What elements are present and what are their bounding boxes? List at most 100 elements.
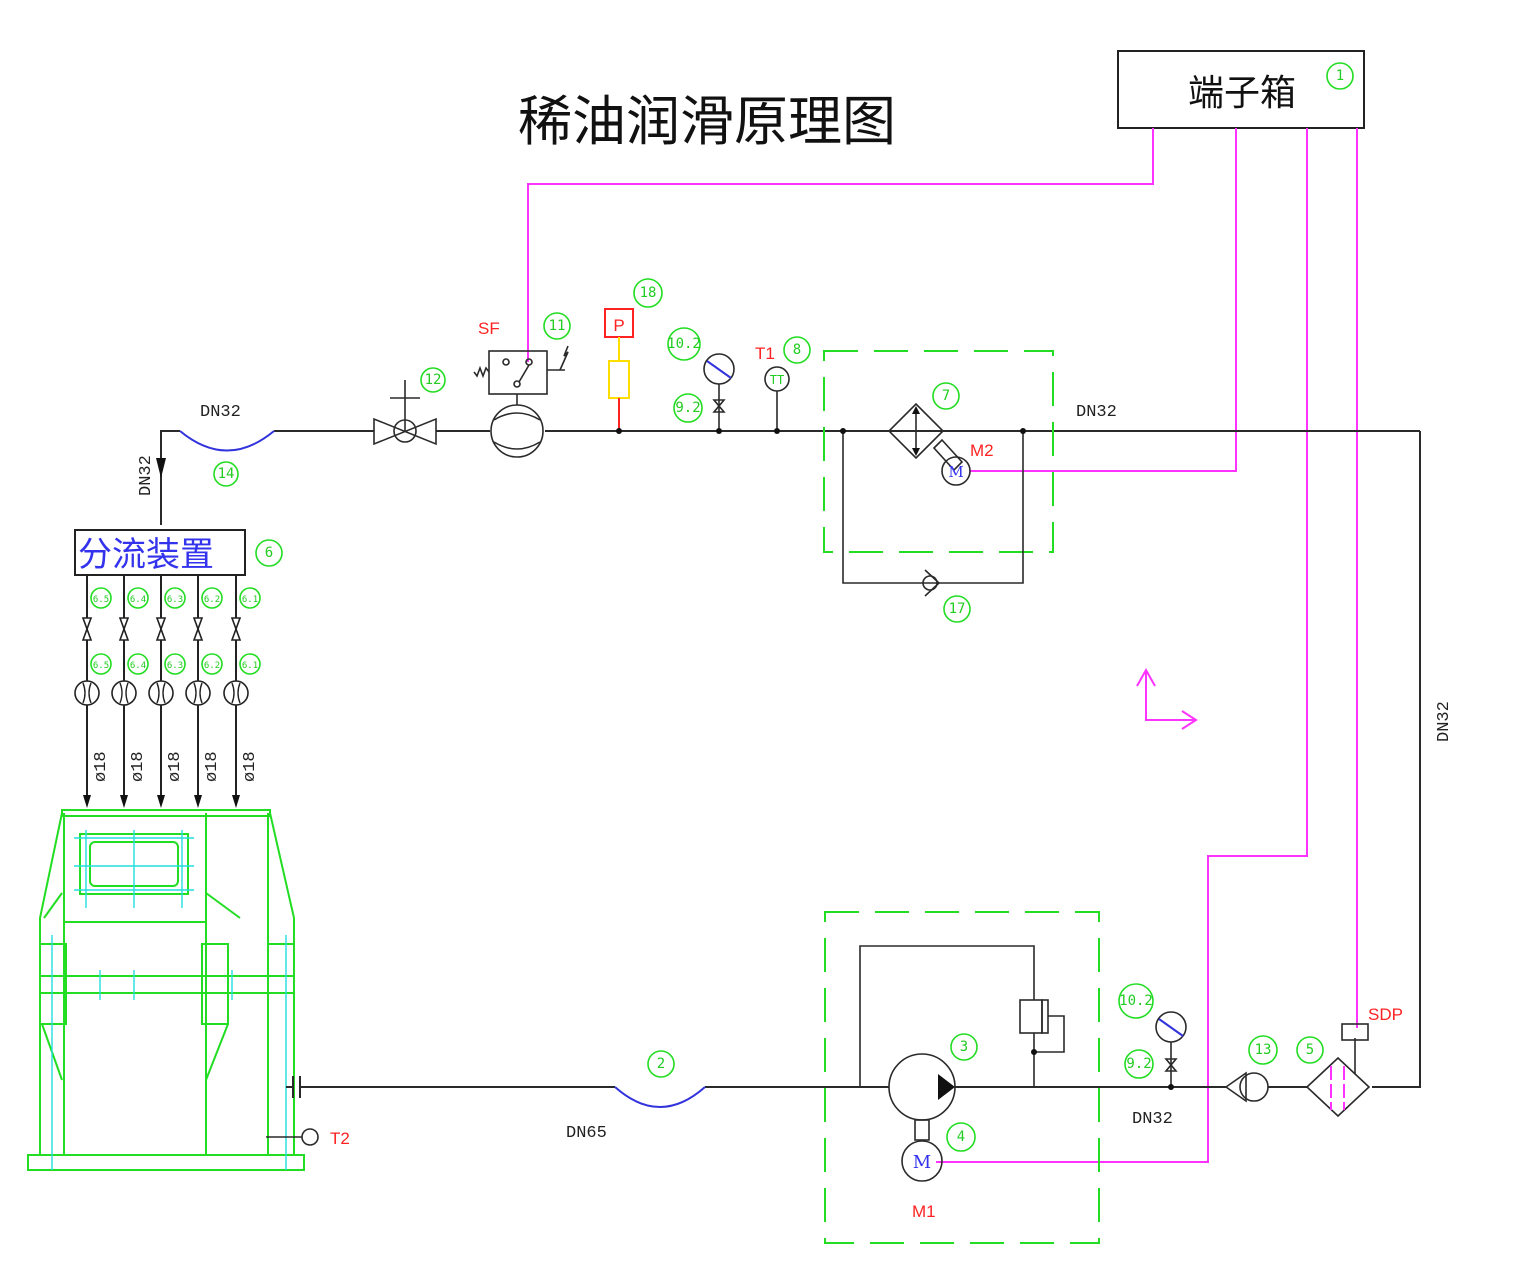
svg-text:10.2: 10.2 [667, 336, 701, 352]
branch-flowmeter-icon [223, 680, 249, 706]
gate-valve-icon [373, 380, 437, 446]
branch-pipe-label: ø18 [92, 751, 111, 782]
pressure-gauge-top-icon [703, 353, 735, 434]
svg-text:P: P [613, 316, 624, 335]
branch-pipe-label: ø18 [166, 751, 185, 782]
pressure-transmitter-icon: P [604, 308, 634, 434]
cooler-icon: M [887, 402, 971, 486]
pipe-label-return-bottom: DN65 [566, 1124, 607, 1143]
branch-valve-icon [118, 617, 130, 641]
branch-tag-text: 6.4 [130, 595, 146, 605]
hose-bottom [614, 1086, 706, 1108]
svg-text:3: 3 [960, 1039, 968, 1055]
svg-text:7: 7 [942, 388, 950, 404]
branch-arrow-icon [194, 795, 202, 808]
svg-text:9.2: 9.2 [675, 400, 700, 416]
branch-lines: 6.56.5ø186.46.4ø186.36.3ø186.26.2ø186.16… [74, 575, 261, 808]
check-valve-icon [922, 575, 938, 591]
tag-17: 17 [943, 595, 971, 623]
tag-8: 8 [783, 336, 811, 364]
tag-13: 13 [1248, 1035, 1278, 1065]
tag-9-2-bottom: 9.2 [1124, 1049, 1154, 1079]
pipe-label-inlet-vertical: DN32 [137, 455, 156, 496]
branch-tag-text: 6.5 [93, 661, 109, 671]
splitter-label: 分流装置 [78, 535, 214, 575]
pump-module-boundary [824, 911, 1100, 1244]
tag-18: 18 [633, 278, 663, 308]
label-sdp: SDP [1368, 1005, 1403, 1024]
pipe-label-right-vertical: DN32 [1435, 701, 1454, 742]
tag-14: 14 [213, 461, 239, 487]
branch-pipe-label: ø18 [203, 751, 222, 782]
branch-tag [164, 587, 186, 609]
filter-icon [1305, 1023, 1371, 1118]
flow-switch-icon [473, 345, 569, 458]
bypass-line [840, 428, 1026, 597]
branch-tag [90, 653, 112, 675]
check-valve-bottom-icon [1212, 1071, 1307, 1103]
pump-icon: M [859, 945, 1065, 1182]
hose-top [179, 430, 275, 452]
svg-text:M: M [948, 463, 963, 481]
branch-tag-text: 6.2 [204, 595, 220, 605]
supply-pipe [156, 430, 1421, 1088]
branch-tag [127, 653, 149, 675]
branch-tag [164, 653, 186, 675]
svg-text:10.2: 10.2 [1119, 993, 1153, 1009]
branch-flowmeter-icon [148, 680, 174, 706]
svg-text:11: 11 [549, 318, 566, 334]
tag-1: 1 [1326, 62, 1354, 90]
terminal-box-label: 端子箱 [1188, 73, 1296, 114]
tag-11: 11 [543, 312, 571, 340]
label-t1: T1 [755, 344, 775, 363]
branch-flowmeter-icon [74, 680, 100, 706]
tag-10-2-top: 10.2 [667, 327, 701, 361]
branch-tag-text: 6.3 [167, 661, 183, 671]
tag-2: 2 [647, 1050, 675, 1078]
branch-tag-text: 6.4 [130, 661, 146, 671]
tag-12: 12 [420, 367, 446, 393]
svg-text:12: 12 [425, 372, 442, 388]
signal-wires [527, 128, 1358, 1163]
branch-tag [239, 587, 261, 609]
terminal-box: 端子箱 1 [1117, 50, 1365, 129]
branch-arrow-icon [120, 795, 128, 808]
branch-flowmeter-icon [185, 680, 211, 706]
svg-text:14: 14 [218, 466, 235, 482]
branch-tag-text: 6.5 [93, 595, 109, 605]
tag-3: 3 [950, 1033, 978, 1061]
pipe-label-main-top-right: DN32 [1076, 403, 1117, 422]
branch-tag-text: 6.3 [167, 595, 183, 605]
branch-tag-text: 6.1 [242, 595, 258, 605]
pipe-label-inlet-top: DN32 [200, 403, 241, 422]
svg-text:18: 18 [640, 285, 657, 301]
label-m1: M1 [912, 1202, 936, 1221]
svg-text:2: 2 [657, 1056, 665, 1072]
tag-9-2-top: 9.2 [673, 393, 703, 423]
svg-text:17: 17 [949, 601, 966, 617]
svg-text:4: 4 [957, 1129, 965, 1145]
branch-pipe-label: ø18 [129, 751, 148, 782]
temperature-sensor-t1-icon: TT [764, 366, 790, 434]
label-t2: T2 [330, 1129, 350, 1148]
flow-arrow-icon [156, 458, 166, 478]
branch-valve-icon [192, 617, 204, 641]
splitter-box: 分流装置 [74, 529, 246, 576]
pipe-label-pump-outlet: DN32 [1132, 1110, 1173, 1129]
branch-valve-icon [81, 617, 93, 641]
svg-text:9.2: 9.2 [1126, 1056, 1151, 1072]
branch-flowmeter-icon [111, 680, 137, 706]
temperature-sensor-t2-icon [266, 1128, 319, 1146]
svg-text:5: 5 [1306, 1042, 1314, 1058]
branch-tag [127, 587, 149, 609]
svg-text:M: M [913, 1152, 931, 1173]
tag-7: 7 [932, 382, 960, 410]
tag-6: 6 [255, 539, 283, 567]
branch-tag [90, 587, 112, 609]
svg-text:13: 13 [1255, 1042, 1272, 1058]
branch-pipe-label: ø18 [241, 751, 260, 782]
tag-10-2-bottom: 10.2 [1118, 983, 1154, 1019]
branch-tag [201, 587, 223, 609]
branch-tag-text: 6.1 [242, 661, 258, 671]
label-sf: SF [478, 319, 500, 338]
